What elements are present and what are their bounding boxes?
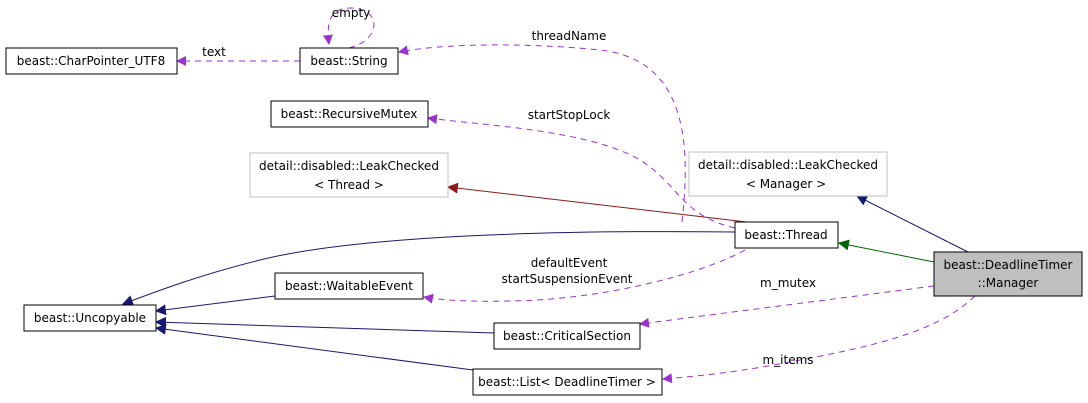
label-startsuspensionevent: startSuspensionEvent bbox=[502, 272, 633, 286]
node-leakchecked-manager-line2: < Manager > bbox=[746, 177, 826, 191]
label-defaultevent: defaultEvent bbox=[531, 256, 608, 270]
label-text: text bbox=[202, 45, 226, 59]
edge-thread-leakchecked-thread bbox=[446, 182, 756, 224]
node-charpointer-utf8[interactable]: beast::CharPointer_UTF8 bbox=[5, 47, 178, 75]
node-string-label: beast::String bbox=[310, 54, 387, 68]
label-empty: empty bbox=[332, 6, 371, 20]
edge-criticalsection-uncopyable bbox=[154, 316, 495, 334]
edges bbox=[121, 7, 976, 384]
node-deadlinetimer-manager-line1: beast::DeadlineTimer bbox=[944, 258, 1073, 272]
label-startstoplock: startStopLock bbox=[528, 108, 611, 122]
node-list-deadlinetimer[interactable]: beast::List< DeadlineTimer > bbox=[472, 368, 663, 396]
label-m-mutex: m_mutex bbox=[760, 276, 816, 290]
node-criticalsection[interactable]: beast::CriticalSection bbox=[493, 322, 641, 350]
edge-thread-uncopyable bbox=[121, 231, 736, 306]
node-charpointer-utf8-label: beast::CharPointer_UTF8 bbox=[17, 54, 165, 68]
node-leakchecked-manager-line1: detail::disabled::LeakChecked bbox=[698, 158, 878, 172]
node-deadlinetimer-manager[interactable]: beast::DeadlineTimer ::Manager bbox=[933, 251, 1083, 297]
node-recursivemutex[interactable]: beast::RecursiveMutex bbox=[270, 100, 429, 128]
edge-waitableevent-uncopyable bbox=[154, 295, 276, 316]
label-threadname: threadName bbox=[532, 29, 607, 43]
edge-thread-startstoplock bbox=[427, 114, 736, 229]
node-deadlinetimer-manager-line2: ::Manager bbox=[978, 276, 1039, 290]
node-waitableevent-label: beast::WaitableEvent bbox=[285, 279, 413, 293]
node-waitableevent[interactable]: beast::WaitableEvent bbox=[274, 272, 424, 300]
node-string[interactable]: beast::String bbox=[299, 47, 399, 75]
node-thread[interactable]: beast::Thread bbox=[734, 221, 839, 249]
node-uncopyable[interactable]: beast::Uncopyable bbox=[23, 304, 157, 332]
edge-manager-leakchecked-manager bbox=[856, 195, 969, 253]
node-list-deadlinetimer-label: beast::List< DeadlineTimer > bbox=[478, 375, 656, 389]
node-leakchecked-thread-line2: < Thread > bbox=[314, 178, 384, 192]
node-leakchecked-thread[interactable]: detail::disabled::LeakChecked < Thread > bbox=[249, 152, 449, 198]
edge-manager-m-items bbox=[662, 295, 976, 384]
node-leakchecked-thread-line1: detail::disabled::LeakChecked bbox=[259, 159, 439, 173]
edge-string-empty bbox=[322, 7, 375, 49]
edge-labels: empty text threadName startStopLock defa… bbox=[202, 6, 816, 367]
node-uncopyable-label: beast::Uncopyable bbox=[34, 311, 146, 325]
node-thread-label: beast::Thread bbox=[744, 228, 827, 242]
edge-list-uncopyable bbox=[154, 323, 474, 371]
node-recursivemutex-label: beast::RecursiveMutex bbox=[281, 107, 418, 121]
node-criticalsection-label: beast::CriticalSection bbox=[503, 329, 631, 343]
edge-manager-m-mutex bbox=[639, 285, 935, 328]
edge-manager-thread bbox=[837, 239, 935, 263]
edge-thread-events bbox=[423, 249, 746, 304]
label-m-items: m_items bbox=[762, 353, 813, 367]
node-leakchecked-manager[interactable]: detail::disabled::LeakChecked < Manager … bbox=[688, 151, 888, 197]
edge-thread-threadname bbox=[398, 44, 686, 223]
